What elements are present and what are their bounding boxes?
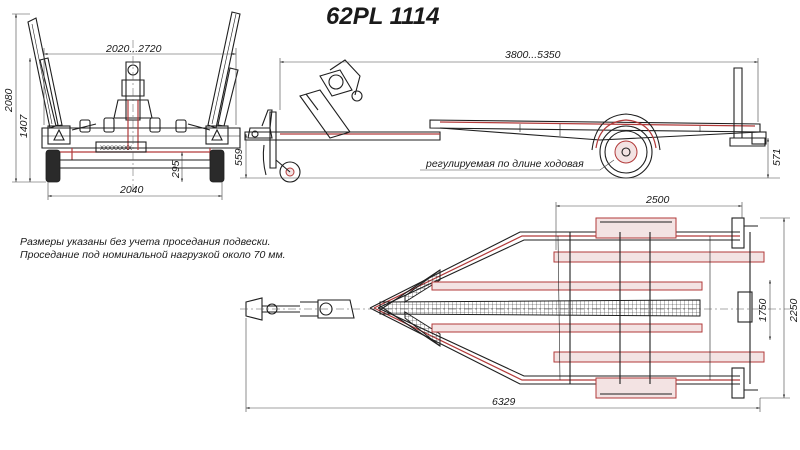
- front-wheels: [45, 149, 225, 183]
- side-jockey-wheel: [262, 111, 301, 183]
- front-crossbeam: [41, 127, 241, 149]
- side-hitch: [247, 109, 273, 139]
- top-rear-rollers: [731, 217, 758, 399]
- license-plate: [95, 141, 147, 153]
- side-guide-post: [733, 67, 743, 139]
- dim-frame-length: 2500: [645, 194, 670, 206]
- note-line-1: Размеры указаны без учета проседания под…: [20, 236, 271, 248]
- dim-track-width: 2040: [119, 184, 144, 196]
- dim-inner-width: 1750: [757, 298, 769, 322]
- top-mesh-walkway: [379, 299, 701, 317]
- dim-clearance: 295: [170, 160, 182, 179]
- dim-height-total: 2080: [3, 88, 15, 113]
- side-tail-light: [751, 131, 767, 145]
- drawing-title: 62PL 1114: [326, 3, 439, 30]
- front-tail-lights: [47, 125, 229, 145]
- top-frame-rails: [569, 232, 751, 384]
- side-view: 3800...5350 559 571 регулируемая по длин…: [233, 49, 783, 183]
- dim-hitch-height: 559: [233, 148, 245, 166]
- top-fenders: [595, 217, 677, 399]
- top-drawbar-upper: [369, 231, 740, 309]
- dim-rear-height: 571: [771, 148, 783, 166]
- dim-width-range: 2020...2720: [105, 43, 162, 55]
- license-plate-text: XXXXXXXX: [100, 146, 132, 152]
- axle-note-leader: [420, 159, 615, 171]
- side-wheel: [591, 113, 661, 179]
- front-view: XXXXXXXX 2020...2720 2080 1407 295 2040: [3, 11, 241, 200]
- top-view: 2500 1750 2250 6329: [240, 194, 800, 412]
- note-line-2: Проседание под номинальной нагрузкой око…: [20, 249, 286, 261]
- dim-length-range: 3800...5350: [505, 49, 561, 61]
- front-keel-rollers: [71, 117, 211, 133]
- top-bunks: [431, 251, 765, 363]
- notes: Размеры указаны без учета проседания под…: [20, 236, 286, 261]
- dim-outer-width: 2250: [788, 298, 800, 323]
- dim-height-mid: 1407: [18, 113, 30, 138]
- top-drawbar-lower: [369, 307, 740, 385]
- side-winch-post: [299, 59, 363, 139]
- axle-adjustable-note: регулируемая по длине ходовая: [425, 158, 584, 170]
- side-drawbar: [244, 131, 441, 141]
- front-guide-posts: [27, 11, 241, 129]
- dim-total-length: 6329: [492, 396, 516, 408]
